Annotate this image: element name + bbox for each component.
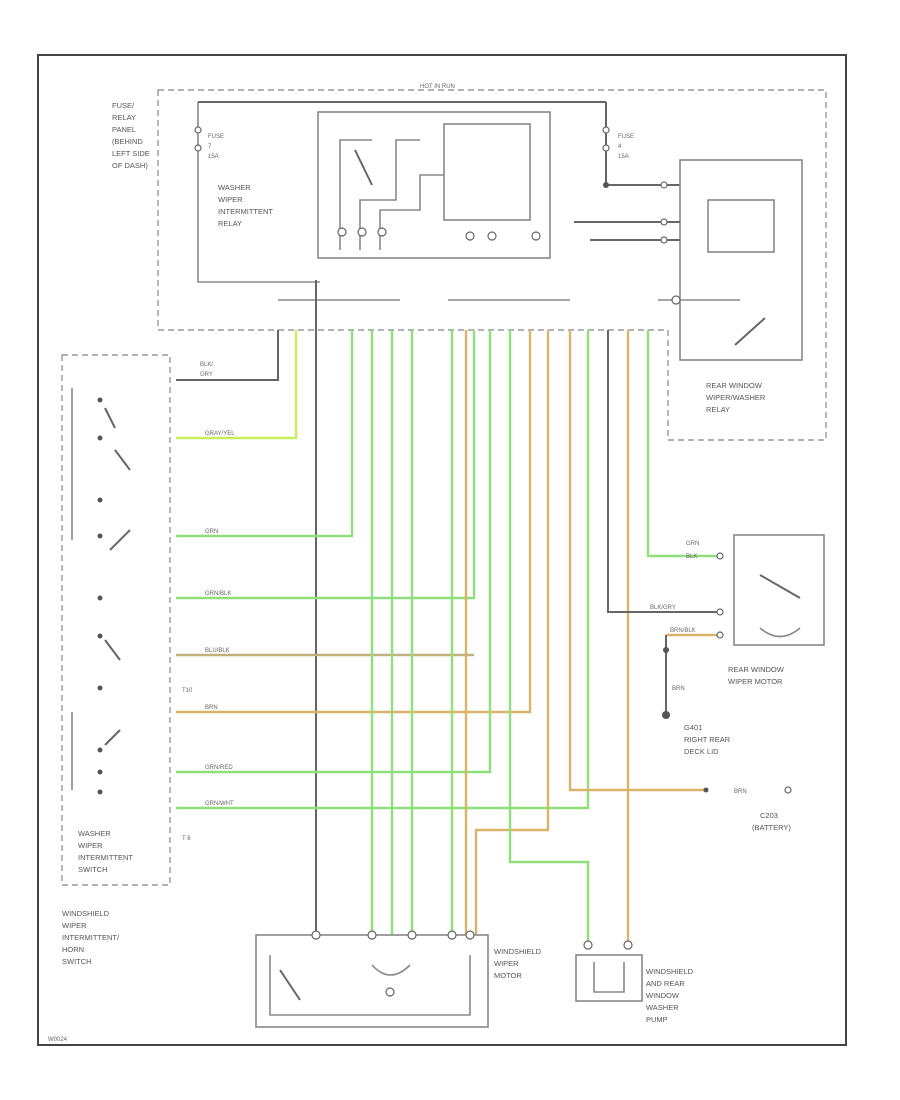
pump-label: AND REAR [646, 979, 685, 988]
panel-label-line: LEFT SIDE [112, 149, 150, 158]
wire-label: BLK [686, 554, 697, 560]
switch-label: WIPER [78, 841, 103, 850]
washer-wiper-relay: WASHER WIPER INTERMITTENT RELAY [218, 111, 551, 259]
diagram-frame [37, 54, 847, 1046]
battery-label: (BATTERY) [752, 823, 791, 832]
wire-gray-yel [176, 330, 298, 440]
combo-switch-label-line: HORN [62, 945, 84, 954]
wire-label: BRN [205, 705, 218, 711]
switch-label: SWITCH [78, 865, 108, 874]
combo-switch-label-line: SWITCH [62, 957, 92, 966]
panel-label-line: FUSE/ [112, 101, 135, 110]
combo-switch-label-line: WINDSHIELD [62, 909, 110, 918]
connector-t6-label: T 6 [182, 836, 191, 842]
fuse-label: FUSE [208, 134, 224, 140]
fuse-7: FUSE 7 15A [194, 102, 320, 283]
fuse-4: FUSE 4 15A [602, 102, 680, 188]
wires: BLK/ GRY GRAY/YEL GRN GRN/BLK BLU/BLK BR… [176, 280, 747, 945]
windshield-wiper-motor: WINDSHIELD WIPER MOTOR [255, 930, 542, 1028]
fuse-label: 15A [208, 154, 219, 160]
relay-label: RELAY [218, 219, 242, 228]
wire-grn-blk [176, 330, 476, 600]
wire-grn [176, 330, 354, 538]
rear-motor-label: REAR WINDOW [728, 665, 785, 674]
ws-motor-label: WIPER [494, 959, 519, 968]
wire-label: BRN [672, 686, 685, 692]
pump-label: WINDSHIELD [646, 967, 694, 976]
rear-wiper-motor: REAR WINDOW WIPER MOTOR [716, 534, 825, 686]
panel-label-line: (BEHIND [112, 137, 143, 146]
panel-label-line: OF DASH) [112, 161, 148, 170]
wire-label: BLU/BLK [205, 648, 230, 654]
battery-label: C203 [760, 811, 778, 820]
ground-label: G401 [684, 723, 702, 732]
hot-label: HOT IN RUN [420, 84, 455, 90]
fuse-label: 4 [618, 144, 622, 150]
connector-t10-label: T10 [182, 688, 193, 694]
relay-label: INTERMITTENT [218, 207, 273, 216]
wire-grn-red [176, 330, 492, 774]
pump-label: PUMP [646, 1015, 668, 1024]
wire-label: GRY [200, 372, 213, 378]
battery-c203: C203 (BATTERY) [703, 786, 792, 832]
relay-label: WIPER [218, 195, 243, 204]
ws-motor-label: WINDSHIELD [494, 947, 542, 956]
switch-contacts [71, 388, 131, 795]
rear-wiper-relay: REAR WINDOW WIPER/WASHER RELAY [574, 159, 803, 414]
wire-label: GRN/RED [205, 765, 233, 771]
rear-relay-label: WIPER/WASHER [706, 393, 766, 402]
wire-label: BRN/BLK [670, 628, 696, 634]
relay-label: WASHER [218, 183, 251, 192]
ws-motor-label: MOTOR [494, 971, 522, 980]
wire-label: GRN/WHT [205, 801, 234, 807]
washer-pump: WINDSHIELD AND REAR WINDOW WASHER PUMP [575, 940, 694, 1024]
ground-label: DECK LID [684, 747, 719, 756]
washer-switch-outline [61, 354, 171, 886]
rear-relay-label: RELAY [706, 405, 730, 414]
pump-label: WINDOW [646, 991, 680, 1000]
panel-label-line: PANEL [112, 125, 136, 134]
wire-label: BRN [734, 789, 747, 795]
fuse-label: FUSE [618, 134, 634, 140]
wire-label: GRN [686, 541, 699, 547]
fuse-relay-panel-label: FUSE/ RELAY PANEL (BEHIND LEFT SIDE OF D… [112, 101, 150, 170]
panel-label-line: RELAY [112, 113, 136, 122]
washer-switch-label: WASHER WIPER INTERMITTENT SWITCH [78, 829, 133, 874]
wire-label: GRN [205, 529, 218, 535]
combo-switch-label: WINDSHIELD WIPER INTERMITTENT/ HORN SWIT… [62, 909, 120, 966]
ground-label: RIGHT REAR [684, 735, 731, 744]
combo-switch-label-line: INTERMITTENT/ [62, 933, 120, 942]
wire-grn-wht [176, 330, 590, 810]
fuse-label: 7 [208, 144, 212, 150]
rear-relay-label: REAR WINDOW [706, 381, 763, 390]
wire-label: BLK/GRY [650, 605, 676, 611]
pump-label: WASHER [646, 1003, 679, 1012]
fuse-relay-panel-outline [157, 89, 827, 441]
switch-label: INTERMITTENT [78, 853, 133, 862]
wire-brn [176, 330, 532, 714]
ground-g401: G401 RIGHT REAR DECK LID [662, 647, 731, 756]
fuse-label: 15A [618, 154, 629, 160]
combo-switch-label-line: WIPER [62, 921, 87, 930]
wire-label: GRAY/YEL [205, 431, 235, 437]
footer-code: W0024 [48, 1037, 68, 1043]
wire-label: GRN/BLK [205, 591, 231, 597]
wire-label: BLK/ [200, 362, 213, 368]
wire-blk-gry [176, 330, 279, 381]
switch-label: WASHER [78, 829, 111, 838]
rear-motor-label: WIPER MOTOR [728, 677, 783, 686]
